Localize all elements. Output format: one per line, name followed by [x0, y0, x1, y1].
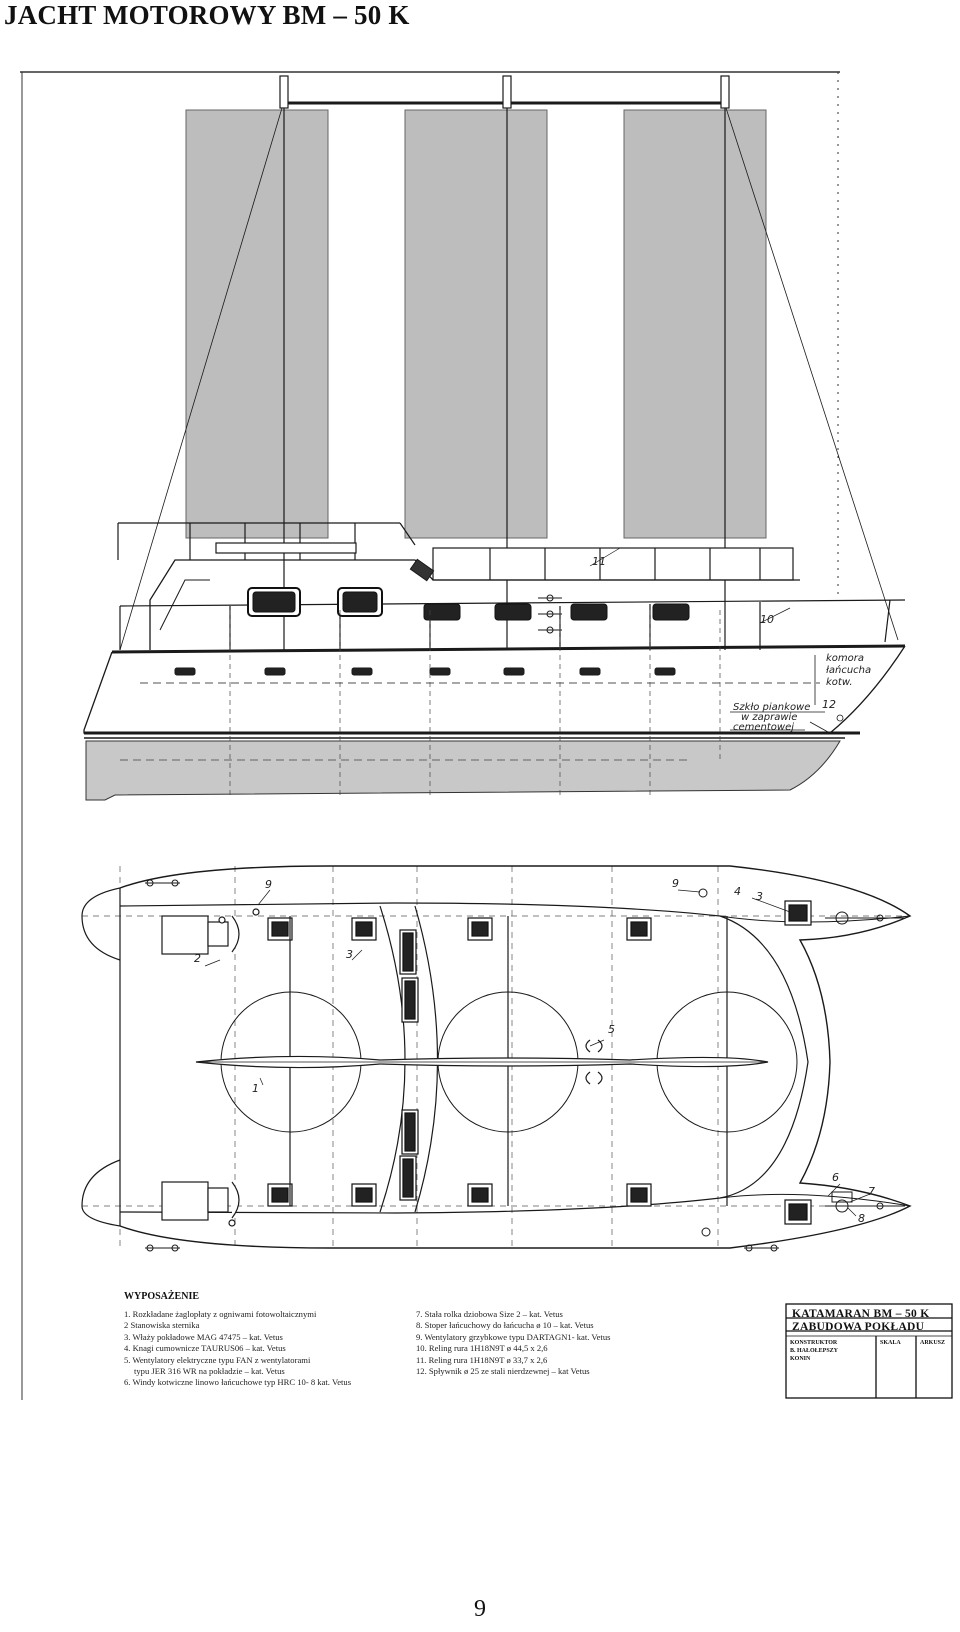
equipment-item: 9. Wentylatory grzybkowe typu DARTAGN1- …: [416, 1331, 611, 1342]
equipment-item: 7. Stała rolka dziobowa Size 2 – kat. Ve…: [416, 1309, 563, 1319]
page-number: 9: [474, 1596, 486, 1622]
cabin-windows: [247, 587, 690, 621]
title-block-subtitle: ZABUDOWA POKŁADU: [792, 1321, 925, 1333]
sheet-label: ARKUSZ: [920, 1340, 946, 1346]
bow-fittings: [145, 879, 905, 1252]
note-glass-line-3: cementowej: [733, 722, 794, 733]
equipment-heading: WYPOSAŻENIE: [124, 1291, 200, 1302]
sail-2: [404, 109, 548, 539]
note-glass-line-2: w zaprawie: [741, 712, 797, 723]
plan-callout-5: 5: [608, 1023, 615, 1036]
plan-outline: [119, 865, 912, 1249]
deck-hatches: [267, 900, 812, 1225]
underwater-hull: [85, 740, 841, 801]
callout-10: 10: [760, 613, 774, 626]
hull-sheer: [111, 644, 906, 654]
designer-city: KONIN: [790, 1356, 811, 1362]
side-view: [83, 75, 906, 801]
sail-3: [623, 109, 767, 539]
page-title: JACHT MOTOROWY BM – 50 K: [4, 0, 410, 30]
upper-railing: [117, 522, 794, 581]
equipment-item: 3. Właży pokładowe MAG 47475 – kat. Vetu…: [124, 1331, 283, 1342]
equipment-item: 6. Windy kotwiczne linowo łańcuchowe typ…: [124, 1377, 352, 1388]
side-notes: komora łańcucha kotw. Szkło piankowe w z…: [592, 555, 871, 733]
equipment-item: 11. Reling rura 1H18N9T ø 33,7 x 2,6: [416, 1354, 548, 1365]
portholes: [174, 667, 676, 676]
fan-vents: [538, 594, 562, 634]
designer-label: KONSTRUKTOR: [790, 1340, 838, 1346]
plan-callout-1: 1: [252, 1082, 259, 1095]
plan-callout-3b: 3: [346, 948, 353, 961]
note-glass-line-1: Szkło piankowe: [733, 702, 810, 713]
equipment-item: 10. Reling rura 1H18N9T ø 44,5 x 2,6: [416, 1343, 548, 1354]
drawing-frame: [20, 71, 840, 1400]
plan-callout-8: 8: [858, 1212, 865, 1225]
plan-callout-7: 7: [868, 1185, 875, 1198]
plan-view: [81, 865, 912, 1252]
plan-callout-3a: 3: [756, 890, 763, 903]
equipment-item: 1. Rozkładane żaglopłaty z ogniwami foto…: [124, 1309, 317, 1319]
deck-outline: [119, 902, 809, 1214]
title-block-title: KATAMARAN BM – 50 K: [792, 1308, 930, 1320]
equipment-item: typu JER 316 WR na pokładzie – kat. Vetu…: [134, 1366, 285, 1377]
plan-callout-9a: 9: [265, 878, 272, 891]
plan-callout-4: 4: [734, 885, 741, 898]
equipment-item: 5. Wentylatory elektryczne typu FAN z we…: [124, 1354, 311, 1365]
note-chain-line-3: kotw.: [826, 677, 853, 688]
title-block-frame: [785, 1303, 953, 1399]
sail-1: [185, 109, 329, 539]
plan-callout-2: 2: [194, 952, 201, 965]
note-chain-line-1: komora: [826, 653, 864, 664]
cabin-outline: [149, 559, 800, 650]
plan-callouts: 9 9 4 3 2 3 5 1 6 7 8: [194, 877, 875, 1225]
equipment-list-left: 1. Rozkładane żaglopłaty z ogniwami foto…: [124, 1309, 414, 1389]
designer-name: B. HAŁOŁEPSZY: [790, 1348, 839, 1354]
equipment-item: 4. Knagi cumownicze TAURUS06 – kat. Vetu…: [124, 1343, 286, 1354]
equipment-item: 2 Stanowiska sternika: [124, 1320, 200, 1331]
title-block: KATAMARAN BM – 50 K ZABUDOWA POKŁADU KON…: [786, 1304, 946, 1398]
stays: [119, 107, 899, 651]
callout-12: 12: [822, 698, 836, 711]
equipment-item: 8. Stoper łańcuchowy do łańcucha ø 10 – …: [416, 1320, 594, 1331]
note-chain-line-2: łańcucha: [826, 664, 871, 676]
equipment-item: 12. Spływnik ø 25 ze stali nierdzewnej –…: [416, 1366, 590, 1377]
plan-callout-6: 6: [832, 1171, 839, 1184]
helm-stations: [161, 908, 260, 1227]
scale-label: SKALA: [880, 1340, 901, 1346]
callout-11: 11: [592, 555, 606, 568]
equipment-list-right: 7. Stała rolka dziobowa Size 2 – kat. Ve…: [416, 1309, 716, 1377]
plan-callout-9b: 9: [672, 877, 679, 890]
